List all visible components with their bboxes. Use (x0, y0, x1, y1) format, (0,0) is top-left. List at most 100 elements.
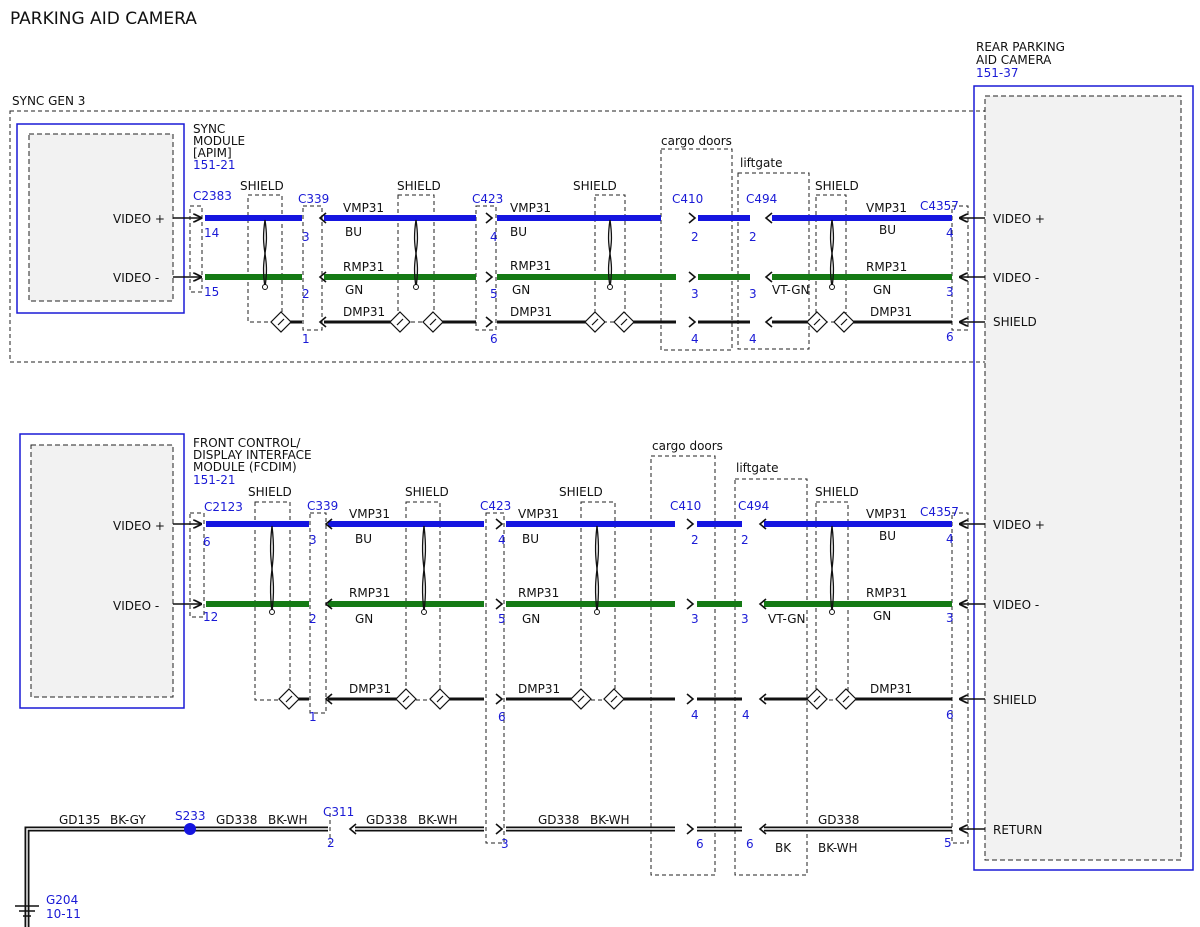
pin-num: 2 (691, 230, 699, 244)
conn-label: C2383 (193, 189, 232, 203)
color-label: BK-GY (110, 813, 146, 827)
pin-num: 12 (203, 610, 218, 624)
conn-label: C494 (746, 192, 777, 206)
camera-pin-shield-2: SHIELD (993, 693, 1037, 707)
ground-g204-ref: 10-11 (46, 907, 81, 921)
pin-num: 2 (741, 533, 749, 547)
conn-c423-a (475, 205, 497, 331)
pin-num: 2 (749, 230, 757, 244)
color-label: GN (873, 609, 891, 623)
splice-s233-label: S233 (175, 809, 206, 823)
sync-wires (173, 218, 985, 322)
pin-num: 6 (498, 710, 506, 724)
camera-label-1: REAR PARKING (976, 40, 1065, 54)
liftgate-a (737, 172, 810, 350)
connector-chevron (318, 316, 327, 328)
connector-chevron (758, 693, 767, 705)
circuit-label: GD338 (216, 813, 257, 827)
conn-label: C339 (298, 192, 329, 206)
conn-c339-a (302, 205, 323, 331)
color-label: GN (873, 283, 891, 297)
shield-drain-symbol (610, 695, 618, 703)
circuit-label: GD338 (538, 813, 579, 827)
twisted-pair-symbols (262, 219, 835, 615)
pin-num: 6 (946, 330, 954, 344)
camera-pin-video-plus-2: VIDEO + (993, 518, 1045, 532)
circuit-label: DMP31 (510, 305, 552, 319)
fcdim-label-2: DISPLAY INTERFACE (193, 448, 312, 462)
circuit-label: RMP31 (866, 260, 907, 274)
shield-drain-symbol (840, 318, 848, 326)
shield-label-b1: SHIELD (248, 485, 292, 499)
shield-drain-symbol (285, 695, 293, 703)
fcdim-label-1: FRONT CONTROL/ (193, 436, 301, 450)
pin-num: 15 (204, 285, 219, 299)
shield-drain-symbol (577, 695, 585, 703)
pin-num: 5 (498, 612, 506, 626)
connector-chevron (758, 598, 767, 610)
shield-label-b2: SHIELD (405, 485, 449, 499)
conn-label: C423 (472, 192, 503, 206)
connector-chevron (495, 518, 504, 530)
circuit-label: VMP31 (343, 201, 384, 215)
conn-label: C4357 (920, 505, 959, 519)
connector-chevron (495, 598, 504, 610)
wire-ground-inner (26, 828, 328, 927)
camera-pin-shield-1: SHIELD (993, 315, 1037, 329)
cargo-doors-b (650, 455, 716, 876)
color-label: BK-WH (418, 813, 458, 827)
pin-num: 1 (309, 710, 317, 724)
cargo-doors-label-1: cargo doors (661, 134, 732, 148)
shield-drain-symbol (429, 318, 437, 326)
connector-chevron (318, 212, 327, 224)
pin-num: 4 (498, 533, 506, 547)
color-label: BK-WH (268, 813, 308, 827)
camera-label-2: AID CAMERA (976, 53, 1052, 67)
connector-chevron (758, 518, 767, 530)
color-label: VT-GN (772, 283, 809, 297)
color-label: BU (522, 532, 539, 546)
conn-c4357-a (951, 205, 969, 331)
pin-num: 3 (691, 287, 699, 301)
pin-num: 4 (946, 226, 954, 240)
shield-drain-symbol (402, 695, 410, 703)
shield-drain-symbol (842, 695, 850, 703)
pin-num: 5 (490, 287, 498, 301)
twisted-pair-end (594, 609, 600, 615)
shield-drain-symbol (620, 318, 628, 326)
sync-gen3-label: SYNC GEN 3 (12, 94, 85, 108)
color-label: VT-GN (768, 612, 805, 626)
shield-drain-symbol (396, 318, 404, 326)
connector-chevron (318, 271, 327, 283)
connector-chevron (495, 693, 504, 705)
camera-pin-return: RETURN (993, 823, 1042, 837)
circuit-label: VMP31 (510, 201, 551, 215)
twisted-pair-mark (421, 525, 427, 613)
connector-chevron (495, 823, 504, 835)
pin-num: 2 (309, 612, 317, 626)
sync-pin-video-minus: VIDEO - (113, 271, 159, 285)
circuit-label: VMP31 (518, 507, 559, 521)
conn-label: C423 (480, 499, 511, 513)
circuit-label: DMP31 (349, 682, 391, 696)
pin-num: 3 (946, 611, 954, 625)
shield-label-a3: SHIELD (573, 179, 617, 193)
twisted-pair-end (607, 284, 613, 290)
pin-num: 4 (742, 708, 750, 722)
connector-chevron (686, 823, 695, 835)
sync-pin-video-plus: VIDEO + (113, 212, 165, 226)
sync-module-label-3: [APIM] (193, 146, 232, 160)
conn-label: C494 (738, 499, 769, 513)
shield-drain-symbol (813, 695, 821, 703)
fcdim-pin-video-plus: VIDEO + (113, 519, 165, 533)
connector-chevron (688, 316, 697, 328)
connector-arrows (318, 212, 773, 835)
conn-c4357-b (951, 512, 969, 844)
color-label: BK-WH (818, 841, 858, 855)
pin-num: 5 (944, 836, 952, 850)
camera-pin-video-plus-1: VIDEO + (993, 212, 1045, 226)
color-label: GN (512, 283, 530, 297)
pin-num: 3 (946, 285, 954, 299)
splice-s233-dot (184, 823, 196, 835)
connector-chevron (758, 823, 767, 835)
